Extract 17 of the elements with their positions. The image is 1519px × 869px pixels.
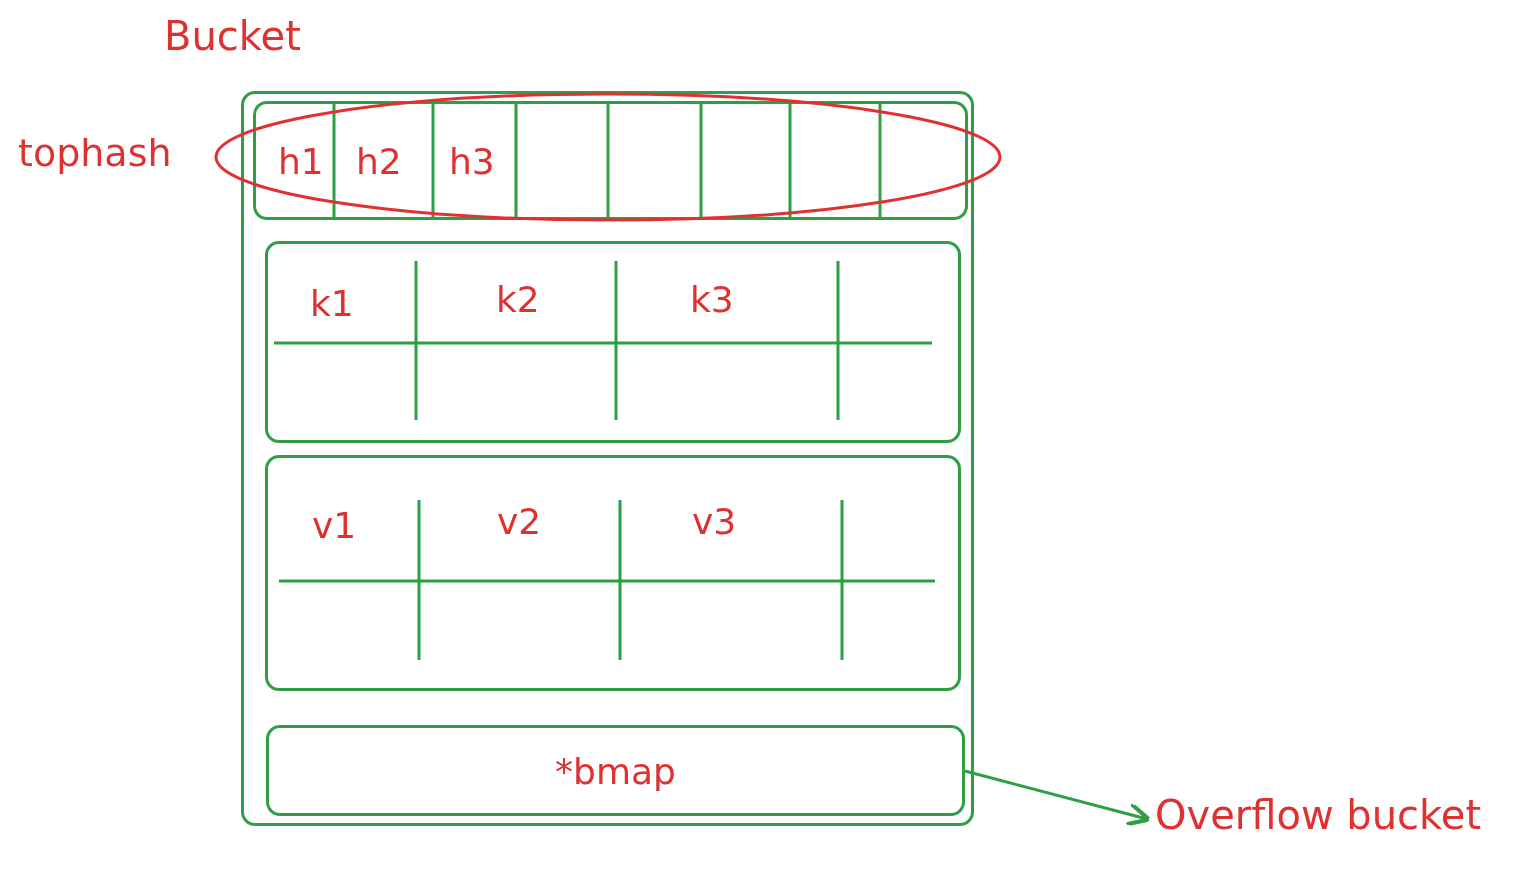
key-label: k3: [690, 282, 734, 318]
overflow-pointer-field: [266, 725, 965, 816]
keys-array: [265, 241, 961, 443]
key-label: k2: [496, 282, 540, 318]
arrow: [964, 769, 1152, 827]
values-array: [265, 455, 961, 691]
value-label: v2: [497, 504, 542, 540]
bucket-title: Bucket: [164, 16, 301, 56]
hash-label: h2: [356, 144, 402, 180]
pointer-label: *bmap: [554, 754, 677, 790]
hash-label: h3: [449, 144, 495, 180]
value-label: v3: [692, 504, 737, 540]
hash-label: h1: [278, 144, 324, 180]
key-label: k1: [310, 286, 354, 322]
overflow-bucket-label: Overflow bucket: [1155, 795, 1482, 835]
row-caption: tophash: [18, 134, 172, 172]
value-label: v1: [312, 508, 357, 544]
